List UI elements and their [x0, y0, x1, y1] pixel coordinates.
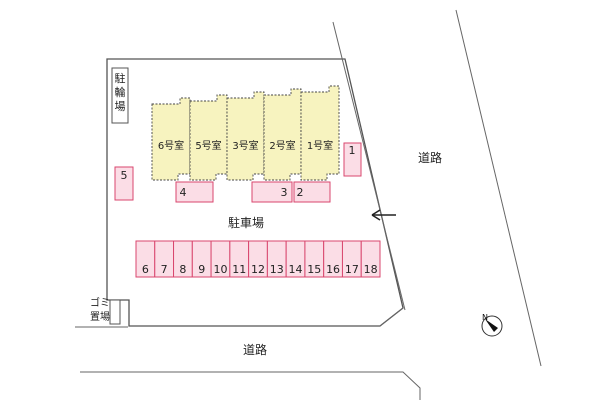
unit-1: 6号室 [151, 97, 191, 181]
parking-space-9: 9 [191, 240, 212, 278]
parking-space-11: 11 [229, 240, 250, 278]
parking-space-1: 1 [343, 142, 362, 177]
parking-space-8: 8 [173, 240, 193, 278]
parking-space-3: 3 [251, 181, 293, 203]
parking-number: 1 [349, 144, 356, 157]
parking-number: 9 [198, 263, 205, 276]
north-compass-icon: N [481, 313, 503, 337]
parking-number: 15 [307, 263, 321, 276]
unit-label: 1号室 [307, 139, 333, 152]
unit-5: 1号室 [300, 85, 340, 181]
parking-number: 8 [179, 263, 186, 276]
parking-space-6: 6 [135, 240, 156, 278]
parking-space-10: 10 [210, 240, 231, 278]
east-road-right-edge [455, 9, 542, 367]
parking-space-18: 18 [360, 240, 381, 278]
parking-number: 11 [232, 263, 246, 276]
parking-space-7: 7 [154, 240, 175, 278]
unit-3: 3号室 [226, 91, 265, 181]
bicycle-parking-label: 駐輪場 [115, 71, 126, 113]
parking-space-4: 4 [175, 181, 214, 203]
east-road-label: 道路 [418, 150, 442, 165]
parking-number: 6 [142, 263, 149, 276]
unit-label: 3号室 [232, 139, 258, 152]
unit-label: 2号室 [269, 139, 295, 152]
parking-space-2: 2 [293, 181, 331, 203]
parking-number: 5 [121, 169, 128, 182]
parking-number: 2 [297, 186, 304, 199]
unit-4: 2号室 [263, 88, 302, 181]
parking-space-17: 17 [341, 240, 362, 278]
parking-number: 14 [289, 263, 303, 276]
bicycle-parking [111, 67, 129, 124]
parking-number: 17 [345, 263, 359, 276]
entrance-arrow-icon [371, 209, 396, 221]
parking-space-15: 15 [304, 240, 325, 278]
parking-space-12: 12 [248, 240, 268, 278]
parking-number: 18 [364, 263, 378, 276]
building: 6号室 5号室 3号室 2号室 1号室 [151, 85, 340, 181]
south-road-top-edge-2 [379, 307, 404, 327]
parking-lot-label: 駐車場 [228, 215, 264, 230]
svg-text:N: N [482, 313, 488, 322]
garbage-label: ゴミ置場 [90, 296, 110, 323]
parking-number: 7 [161, 263, 168, 276]
parking-space-16: 16 [323, 240, 343, 278]
parking-number: 16 [326, 263, 340, 276]
parking-number: 3 [281, 186, 288, 199]
parking-number: 12 [251, 263, 265, 276]
parking-number: 10 [213, 263, 227, 276]
garbage-area [109, 299, 121, 325]
parking-space-13: 13 [266, 240, 287, 278]
parking-space-14: 14 [285, 240, 306, 278]
south-road-bottom-edge [80, 371, 421, 400]
east-road-left-edge [332, 21, 406, 311]
parking-number: 4 [180, 186, 187, 199]
unit-label: 5号室 [195, 139, 221, 152]
parking-space-5: 5 [114, 166, 134, 201]
unit-2: 5号室 [189, 94, 228, 181]
parking-number: 13 [270, 263, 284, 276]
unit-label: 6号室 [158, 139, 184, 152]
south-road-label: 道路 [243, 342, 267, 357]
